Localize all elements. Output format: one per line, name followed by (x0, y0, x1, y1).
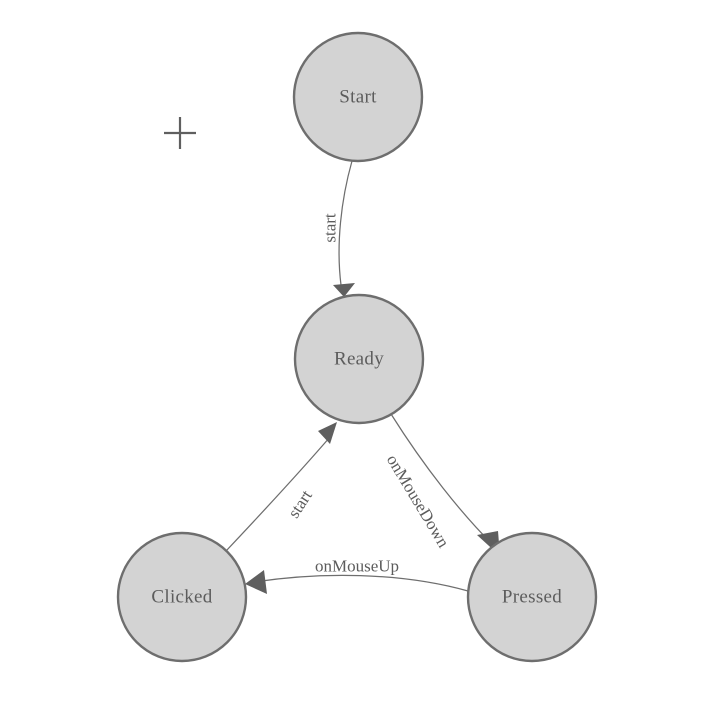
node-label: Pressed (502, 587, 562, 608)
crosshair-plus-icon (164, 117, 196, 149)
edge-label-group: start (321, 213, 340, 243)
edge-line (338, 160, 353, 286)
node-shape[interactable] (292, 31, 424, 163)
edge-label-group: onMouseUp (315, 557, 399, 576)
edge-line (225, 436, 331, 552)
edge-line (390, 413, 494, 546)
node-layer: Start Ready Clicked Pressed (116, 31, 598, 663)
edge-ready-to-pressed[interactable]: onMouseDown (383, 413, 500, 556)
edge-label-group: onMouseDown (383, 451, 454, 551)
edge-arrowhead (318, 422, 337, 444)
edge-pressed-to-clicked[interactable]: onMouseUp (245, 557, 469, 595)
edge-label: onMouseDown (383, 451, 454, 551)
edge-label-group: start (284, 486, 316, 521)
edge-label: onMouseUp (315, 557, 399, 576)
edge-arrowhead (333, 283, 355, 297)
edge-line (253, 574, 469, 592)
edge-clicked-to-ready[interactable]: start (225, 422, 337, 552)
state-node-clicked[interactable]: Clicked (116, 531, 248, 663)
edge-arrowhead (245, 570, 267, 594)
node-label: Clicked (151, 587, 212, 608)
node-shape[interactable] (116, 531, 248, 663)
node-label: Ready (334, 349, 384, 370)
node-label: Start (339, 87, 377, 108)
edge-label: start (284, 486, 316, 521)
node-shape[interactable] (293, 293, 425, 425)
state-node-start[interactable]: Start (292, 31, 424, 163)
edge-label: start (321, 213, 340, 243)
edge-start-to-ready[interactable]: start (321, 160, 356, 297)
state-node-ready[interactable]: Ready (293, 293, 425, 425)
node-shape[interactable] (466, 531, 598, 663)
state-node-pressed[interactable]: Pressed (466, 531, 598, 663)
